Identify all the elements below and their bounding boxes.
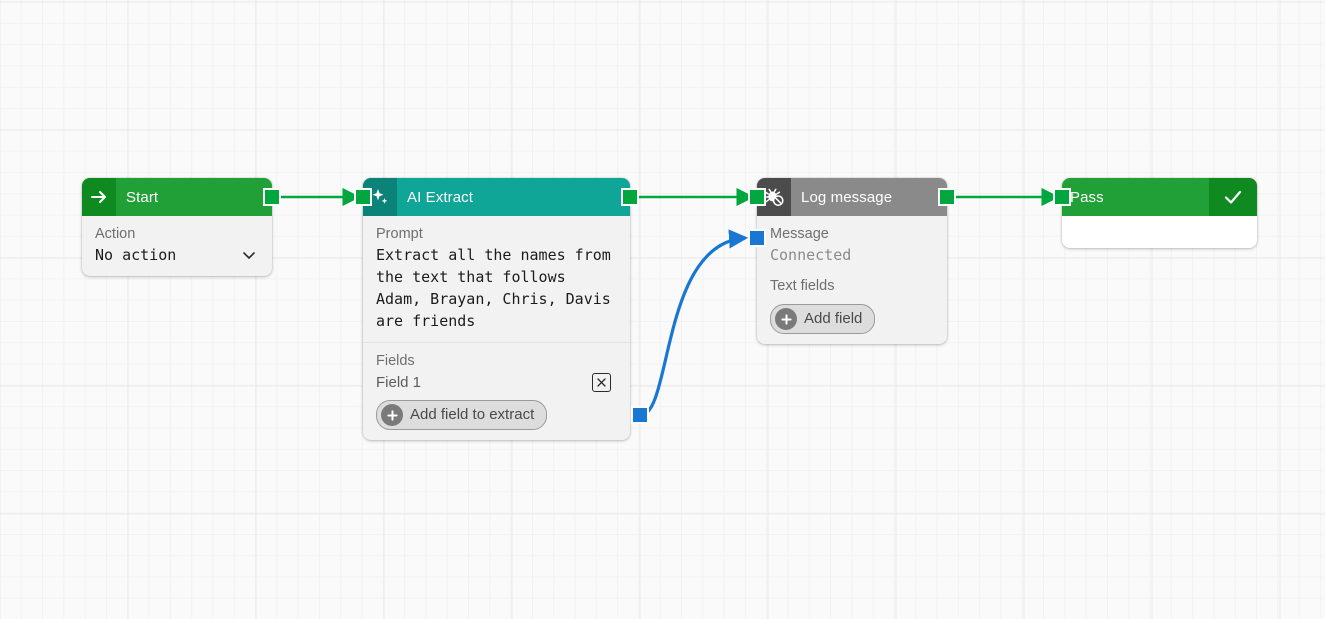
plus-circle-icon [775,308,797,330]
node-ai-extract-body: Prompt Extract all the names from the te… [363,216,630,440]
port-message-input[interactable] [748,229,766,247]
add-field-label: Add field [804,310,863,327]
node-pass-body [1062,216,1257,248]
port-log-message-output[interactable] [938,188,956,206]
node-log-message-title: Log message [801,188,893,206]
node-pass[interactable]: Pass [1053,178,1257,248]
section-divider [363,342,630,343]
bug-disabled-icon [757,178,791,216]
edge-field1-to-message [640,229,749,417]
port-start-output[interactable] [263,188,281,206]
action-label: Action [95,226,136,242]
port-ai-extract-output[interactable] [621,188,639,206]
field-row-1[interactable]: Field 1 [376,371,617,392]
prompt-section: Prompt Extract all the names from the te… [363,216,630,342]
arrow-right-icon [82,178,116,216]
text-fields-section: Text fields Add field [757,276,947,344]
node-start-body: Action No action [82,216,272,276]
port-ai-extract-input[interactable] [354,188,372,206]
add-field-to-extract-button[interactable]: Add field to extract [376,400,548,430]
node-pass-header[interactable]: Pass [1062,178,1257,216]
field-1-name: Field 1 [376,374,422,391]
node-start-title: Start [126,188,159,206]
add-field-button[interactable]: Add field [770,304,876,334]
fields-label: Fields [376,353,415,369]
message-value: Connected [770,246,852,264]
chevron-down-icon [241,247,257,263]
prompt-value[interactable]: Extract all the names from the text that… [376,246,620,330]
remove-field-1-button[interactable] [592,373,611,392]
node-start[interactable]: Start Action No action [82,178,281,276]
fields-section: Fields Field 1 [363,343,630,440]
node-ai-extract[interactable]: AI Extract Prompt Extract all the names … [354,178,649,440]
node-pass-title: Pass [1070,188,1104,206]
port-pass-input[interactable] [1053,188,1071,206]
start-action-section: Action No action [82,216,272,276]
node-start-header[interactable]: Start [82,178,272,216]
node-log-message-header[interactable]: Log message [757,178,947,216]
action-select[interactable]: No action [95,244,259,266]
node-ai-extract-title: AI Extract [407,188,474,206]
prompt-label: Prompt [376,226,423,242]
node-log-message[interactable]: Log message Message Connected Text field… [748,178,956,344]
plus-circle-icon [381,404,403,426]
add-field-to-extract-label: Add field to extract [410,406,535,423]
message-label: Message [770,226,829,242]
node-ai-extract-header[interactable]: AI Extract [363,178,630,216]
check-icon [1209,178,1257,216]
port-log-message-input[interactable] [748,188,766,206]
port-field-1-output[interactable] [631,406,649,424]
node-log-message-body: Message Connected Text fields Add field [757,216,947,344]
action-value: No action [95,246,177,264]
message-section: Message Connected [757,216,947,276]
text-fields-label: Text fields [770,278,835,294]
